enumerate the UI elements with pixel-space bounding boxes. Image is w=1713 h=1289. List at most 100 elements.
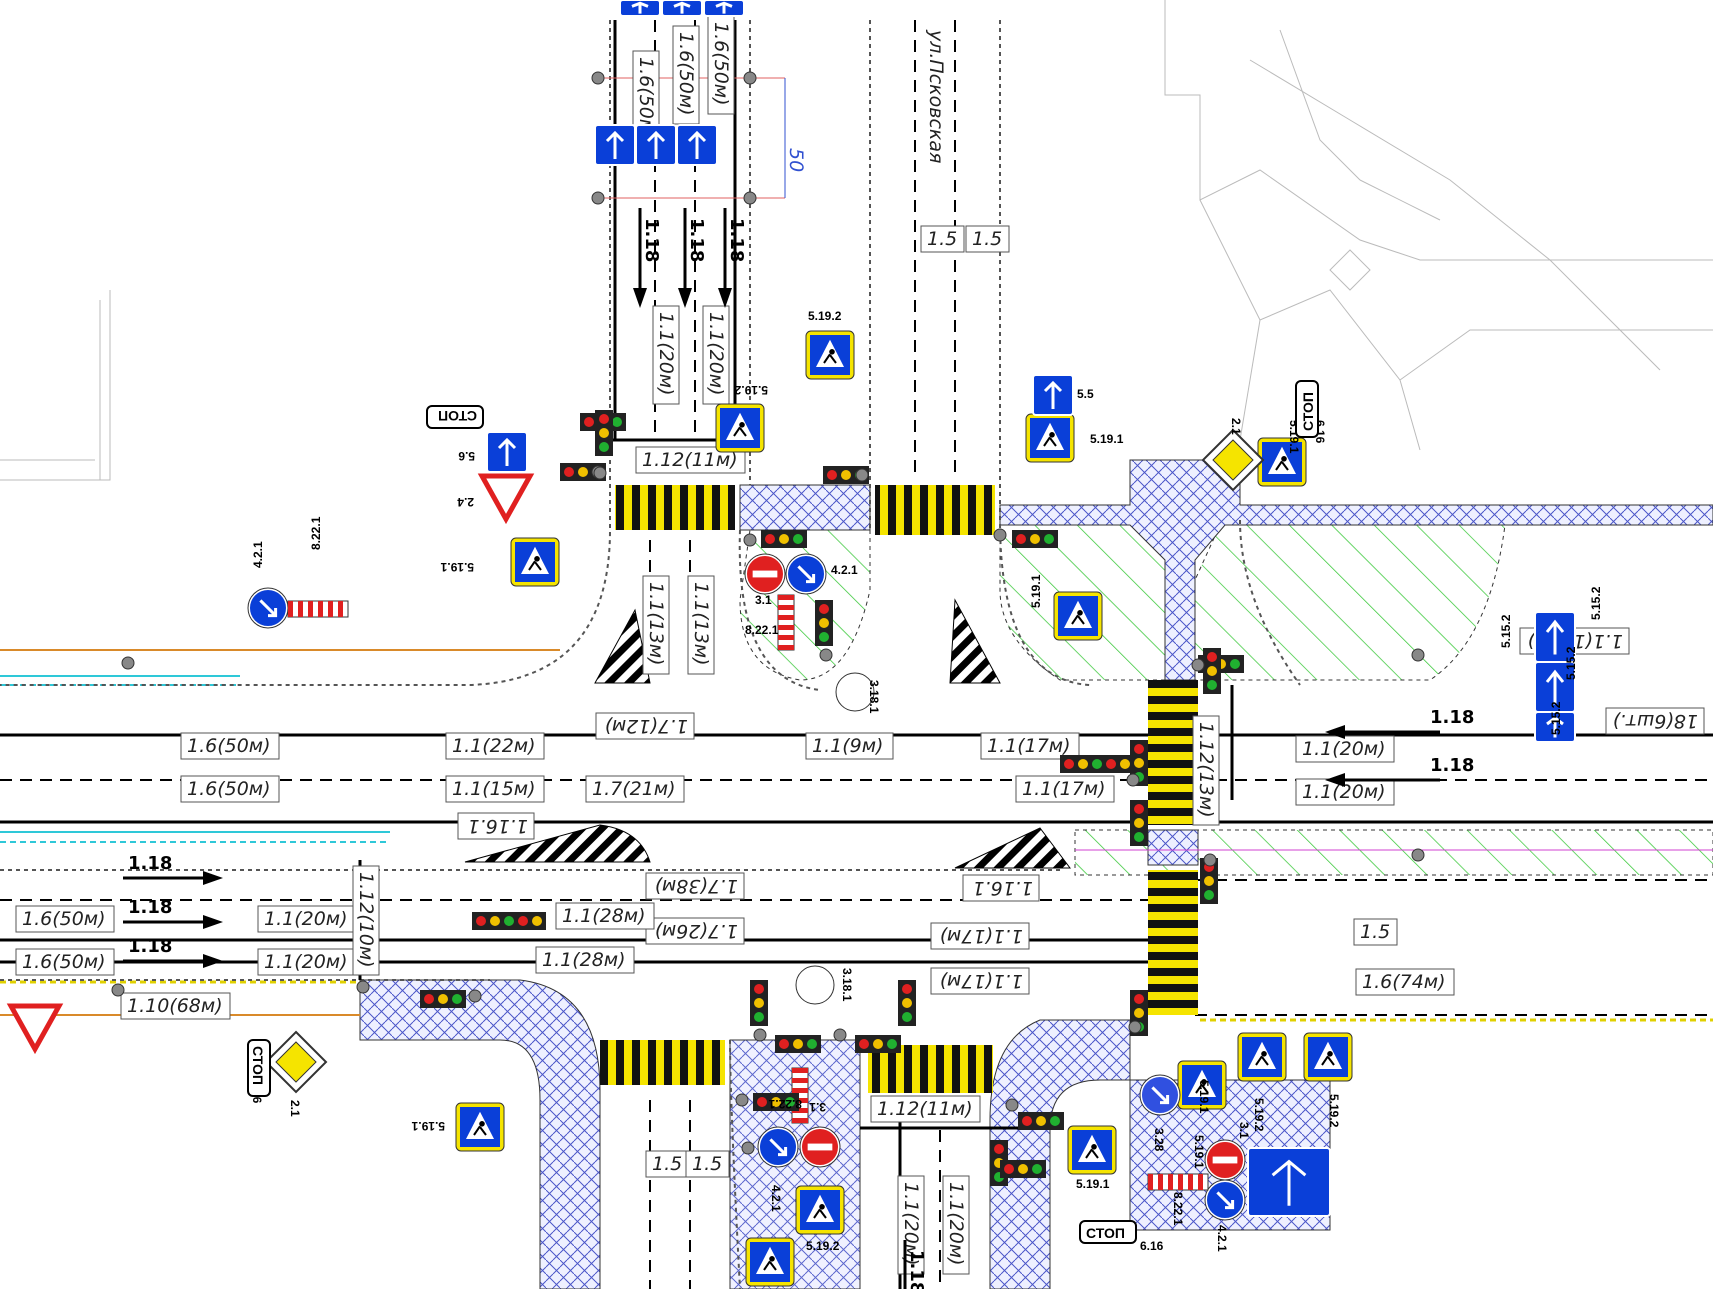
sign-code: 5.15.2 — [1564, 646, 1578, 680]
svg-text:СТОП: СТОП — [250, 1046, 266, 1085]
lane-label: 1.1(20м) — [257, 905, 357, 933]
svg-text:СТОП: СТОП — [438, 408, 477, 424]
traffic-light-icon — [775, 1035, 821, 1053]
lane-label: 1.5 — [1353, 918, 1398, 946]
lane-label: 1.1(17м) — [1015, 775, 1115, 803]
sign-code: 2.1 — [1229, 418, 1243, 435]
lane-label: 1.7(12м) — [595, 712, 695, 740]
svg-text:1.1(20м): 1.1(20м) — [705, 312, 727, 396]
lane-label: 1.1(17м) — [930, 922, 1030, 950]
traffic-light-icon — [1130, 800, 1148, 846]
sign-post — [819, 648, 833, 662]
pedestrian-crossing-sign-icon — [1303, 1032, 1353, 1082]
lane-label: 1.1(20м) — [1295, 735, 1395, 763]
arrow-mark: 1.18 — [678, 208, 707, 308]
traffic-light-icon — [898, 980, 916, 1026]
obstacle-marker-plate — [777, 594, 795, 651]
svg-text:1.12(11м): 1.12(11м) — [642, 449, 738, 471]
sign-post — [1128, 1020, 1142, 1034]
sign-codes: 5.19.25.19.25.55.19.12.15.19.16.166.165.… — [250, 309, 1603, 1253]
lane-label: 1.12(11м) — [635, 446, 746, 474]
svg-text:1.1(15м): 1.1(15м) — [452, 778, 536, 800]
svg-text:1.18: 1.18 — [1430, 755, 1474, 776]
lane-label: 1.7(38м) — [645, 872, 745, 900]
keep-right-sign-icon — [757, 1126, 799, 1168]
svg-text:1.5: 1.5 — [1360, 921, 1390, 943]
arrow-mark: 1.18 — [1325, 707, 1474, 739]
no-turn-sign-icon — [795, 965, 835, 1005]
svg-text:1.1(20м): 1.1(20м) — [655, 312, 677, 396]
traffic-lights — [111, 71, 1425, 1186]
sign-code: 5.19.2 — [734, 383, 768, 397]
sign-post — [1005, 1098, 1019, 1112]
svg-text:1.12(11м): 1.12(11м) — [877, 1098, 973, 1120]
pedestrian-crossing-sign-icon — [1177, 1060, 1227, 1110]
lane-label: 1.6(50м) — [180, 732, 280, 760]
priority-road-sign-icon — [1201, 428, 1265, 492]
sign-post — [591, 191, 605, 205]
arrow-mark: 1.18 — [718, 208, 747, 308]
pedestrian-crossing-sign-icon — [1053, 591, 1103, 641]
obstacle-marker-plate — [1147, 1173, 1209, 1191]
sign-post — [855, 468, 869, 482]
svg-text:1.18: 1.18 — [128, 897, 172, 918]
crosswalks — [600, 485, 1198, 1093]
no-turn-sign-icon — [835, 672, 875, 712]
lane-label: 1.1(20м) — [257, 948, 357, 976]
pedestrian-crossing-sign-icon — [1067, 1125, 1117, 1175]
svg-text:1.1(9м): 1.1(9м) — [812, 735, 883, 757]
svg-text:1.18: 1.18 — [128, 853, 172, 874]
arrow-mark: 1.18 — [123, 936, 223, 968]
stop-plate: СТОП — [247, 1039, 271, 1097]
svg-text:1.6(50м): 1.6(50м) — [635, 57, 657, 141]
lane-label: 1.6(50м) — [672, 25, 700, 125]
svg-text:1.12(10м): 1.12(10м) — [355, 872, 377, 968]
lane-end-sign-icon — [486, 431, 528, 473]
traffic-light-icon — [753, 1093, 799, 1111]
svg-text:СТОП: СТОП — [1300, 392, 1316, 431]
lane-label: 1.5 — [965, 225, 1010, 253]
street-name: ул.Псковская — [925, 29, 947, 163]
svg-text:1.1(17м): 1.1(17м) — [987, 735, 1071, 757]
lane-label: 1.1(28м) — [535, 946, 635, 974]
no-entry-sign-icon — [744, 553, 786, 595]
traffic-light-icon — [472, 912, 546, 930]
stop-plate: СТОП — [1295, 380, 1319, 438]
sign-post — [1411, 648, 1425, 662]
svg-text:СТОП: СТОП — [1086, 1225, 1125, 1241]
sign-code: 8.22.1 — [768, 1097, 802, 1111]
give-way-sign-icon — [6, 1003, 64, 1055]
lane-label: 1.1(15м) — [445, 775, 545, 803]
svg-text:1.1(20м): 1.1(20м) — [264, 951, 348, 973]
svg-text:1.18: 1.18 — [1430, 707, 1474, 728]
svg-text:1.16.1: 1.16.1 — [973, 877, 1033, 899]
traffic-light-icon — [815, 600, 833, 646]
sign-code: 5.19.2 — [1327, 1094, 1341, 1128]
lane-label: 1.1(22м) — [445, 732, 545, 760]
lane-label: 1.7(21м) — [585, 775, 685, 803]
lane-label: 1.6(50м) — [15, 905, 115, 933]
sign-post — [743, 191, 757, 205]
lane-direction-sign-icon — [1534, 611, 1576, 663]
lane-label: 1.6(74м) — [1355, 968, 1455, 996]
lane-label: 1.1(20м) — [942, 1175, 970, 1275]
lane-label: 1.1(9м) — [805, 732, 894, 760]
lane-direction-sign-icon — [703, 0, 745, 17]
sign-code: 8.22.1 — [1171, 1192, 1185, 1226]
traffic-light-icon — [420, 990, 466, 1008]
sign-post — [833, 1028, 847, 1042]
svg-text:1.1(17м): 1.1(17м) — [939, 925, 1023, 947]
pedestrian-crossing-sign-icon — [1257, 437, 1307, 487]
sign-post — [741, 1141, 755, 1155]
arrow-mark: 1.18 — [903, 1240, 927, 1289]
no-stopping-sign-icon — [1139, 1074, 1181, 1116]
svg-text:1.7(26м): 1.7(26м) — [654, 920, 738, 942]
sign-code: 8.22.1 — [745, 623, 779, 637]
lane-label: 1.12(10м) — [352, 865, 380, 976]
svg-text:1.7(38м): 1.7(38м) — [654, 875, 738, 897]
arrow-mark: 1.18 — [123, 897, 223, 929]
lane-label: 1.7(26м) — [645, 917, 745, 945]
sign-code: 5.19.1 — [1197, 1080, 1211, 1114]
sign-post — [1191, 658, 1205, 672]
